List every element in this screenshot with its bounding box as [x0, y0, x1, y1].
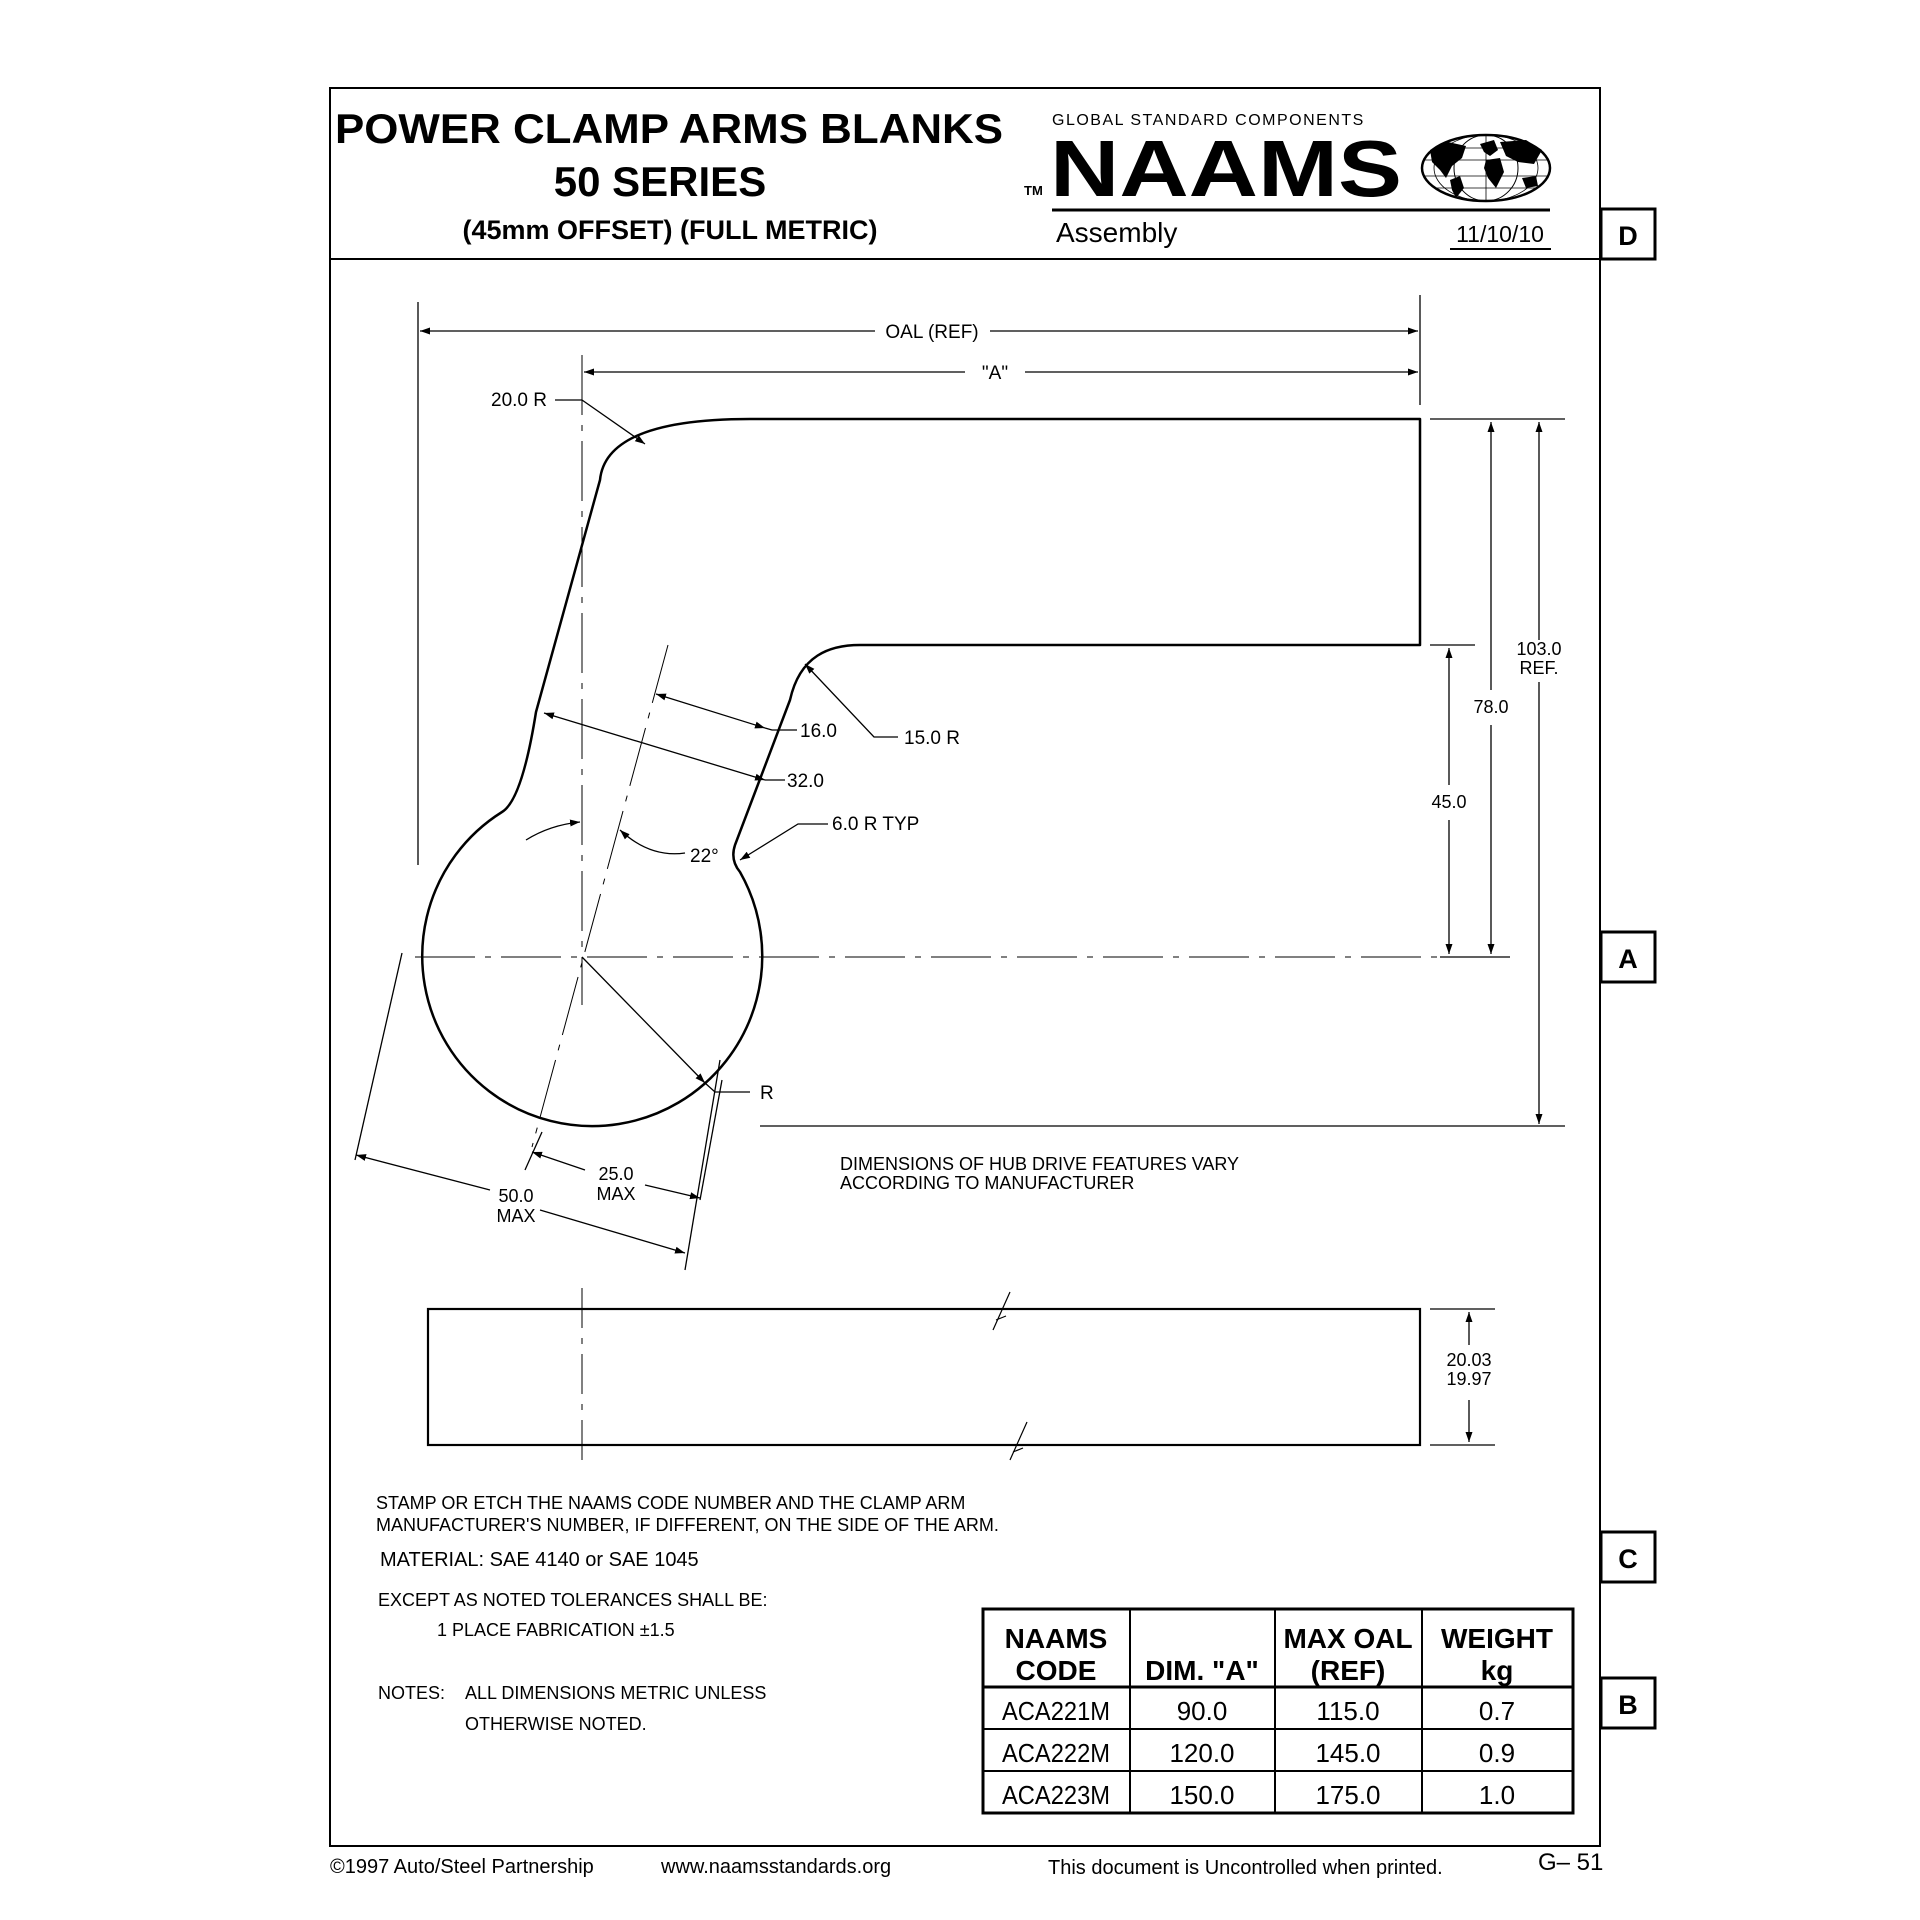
dim-78-label: 78.0 [1473, 697, 1508, 717]
arm-side-view [426, 1288, 1495, 1470]
radius-20-leader [555, 399, 646, 445]
dimension-table: NAAMS CODE DIM. "A" MAX OAL (REF) WEIGHT… [981, 1607, 1575, 1815]
break-mark-top [992, 1291, 1011, 1331]
oal-dimension [417, 295, 1421, 865]
dim-a-label: "A" [982, 363, 1008, 384]
row-2-max-oal: 145.0 [1315, 1738, 1380, 1768]
dim-45-label: 45.0 [1431, 792, 1466, 812]
svg-text:B: B [1618, 1690, 1638, 1720]
dim-50-label: 50.0 [498, 1186, 533, 1206]
dim-25-label: 25.0 [598, 1164, 633, 1184]
zone-marker-c: C [1599, 1530, 1657, 1584]
stamp-note-line-2: MANUFACTURER'S NUMBER, IF DIFFERENT, ON … [376, 1515, 999, 1535]
radius-6-label: 6.0 R TYP [832, 814, 919, 835]
row-3-weight: 1.0 [1479, 1780, 1515, 1810]
row-1-weight: 0.7 [1479, 1696, 1515, 1726]
header-weight-line-2: kg [1481, 1655, 1514, 1686]
height-dimensions [760, 418, 1565, 1127]
arm-top-view [415, 355, 1510, 1148]
zone-marker-a: A [1599, 930, 1657, 984]
trademark: TM [1024, 183, 1043, 198]
footer-website: www.naamsstandards.org [660, 1856, 891, 1878]
dim-32-label: 32.0 [787, 771, 824, 792]
header-max-oal-line-1: MAX OAL [1283, 1623, 1412, 1654]
title-line-2: 50 SERIES [554, 158, 766, 205]
footer-disclaimer: This document is Uncontrolled when print… [1048, 1857, 1443, 1879]
header-max-oal-line-2: (REF) [1311, 1655, 1386, 1686]
side-view-outline [426, 1307, 1422, 1447]
angle-22-label: 22° [690, 846, 719, 867]
radius-15-label: 15.0 R [904, 728, 960, 749]
angle-22-dimension [525, 819, 686, 855]
header-weight-line-1: WEIGHT [1441, 1623, 1553, 1654]
dim-16-label: 16.0 [800, 721, 837, 742]
footer-copyright: ©1997 Auto/Steel Partnership [330, 1856, 594, 1878]
arm-outline [420, 417, 1422, 1128]
row-1-code: ACA221M [1002, 1696, 1110, 1726]
dim-25-max-label: MAX [596, 1184, 635, 1204]
row-1-dim-a: 90.0 [1177, 1696, 1228, 1726]
break-mark-bottom [1009, 1421, 1028, 1461]
tolerance-note-line-2: 1 PLACE FABRICATION ±1.5 [437, 1620, 675, 1640]
row-1-max-oal: 115.0 [1316, 1696, 1379, 1726]
brand-logo-naams: NAAMS [1050, 124, 1402, 213]
notes-label: NOTES: [378, 1683, 445, 1703]
row-3-code: ACA223M [1002, 1780, 1110, 1810]
row-2-weight: 0.9 [1479, 1738, 1515, 1768]
dim-103-label: 103.0 [1516, 639, 1561, 659]
header-dim-a: DIM. "A" [1145, 1655, 1259, 1686]
footer-page-number: G– 51 [1538, 1849, 1603, 1876]
hub-dimensions [354, 952, 723, 1271]
tolerance-note-line-1: EXCEPT AS NOTED TOLERANCES SHALL BE: [378, 1590, 767, 1610]
radius-20-label: 20.0 R [491, 390, 547, 411]
radius-r-label: R [760, 1083, 774, 1104]
thickness-max-label: 20.03 [1446, 1350, 1491, 1370]
angled-centerline [531, 644, 669, 1148]
row-3-dim-a: 150.0 [1169, 1780, 1234, 1810]
header-code-line-1: NAAMS [1005, 1623, 1108, 1654]
brand-tagline: GLOBAL STANDARD COMPONENTS [1052, 112, 1365, 129]
title-line-3: (45mm OFFSET) (FULL METRIC) [463, 215, 878, 245]
svg-text:C: C [1618, 1544, 1638, 1574]
notes-line-1: ALL DIMENSIONS METRIC UNLESS [465, 1683, 766, 1703]
width-dimensions [543, 693, 797, 781]
svg-text:D: D [1618, 221, 1638, 251]
globe-icon [1420, 133, 1552, 203]
zone-marker-b: B [1599, 1676, 1657, 1730]
dim-103-ref-label: REF. [1519, 658, 1558, 678]
doc-type-label: Assembly [1056, 217, 1177, 248]
material-note: MATERIAL: SAE 4140 or SAE 1045 [380, 1549, 699, 1571]
sheet-border [329, 87, 1601, 1847]
zone-marker-d: D [1599, 207, 1657, 261]
title-line-1: POWER CLAMP ARMS BLANKS [335, 105, 1003, 152]
notes-line-2: OTHERWISE NOTED. [465, 1714, 647, 1734]
radius-6-leader [739, 823, 828, 861]
oal-label: OAL (REF) [885, 322, 978, 343]
revision-date: 11/10/10 [1456, 221, 1544, 247]
hub-note-line-1: DIMENSIONS OF HUB DRIVE FEATURES VARY [840, 1154, 1239, 1174]
thickness-min-label: 19.97 [1446, 1369, 1491, 1389]
row-2-code: ACA222M [1002, 1738, 1110, 1768]
hub-note-line-2: ACCORDING TO MANUFACTURER [840, 1173, 1134, 1193]
row-2-dim-a: 120.0 [1169, 1738, 1234, 1768]
dim-50-max-label: MAX [496, 1206, 535, 1226]
svg-text:A: A [1618, 944, 1638, 974]
stamp-note-line-1: STAMP OR ETCH THE NAAMS CODE NUMBER AND … [376, 1493, 965, 1513]
header-code-line-2: CODE [1016, 1655, 1097, 1686]
row-3-max-oal: 175.0 [1315, 1780, 1380, 1810]
radius-15-leader [804, 663, 898, 738]
